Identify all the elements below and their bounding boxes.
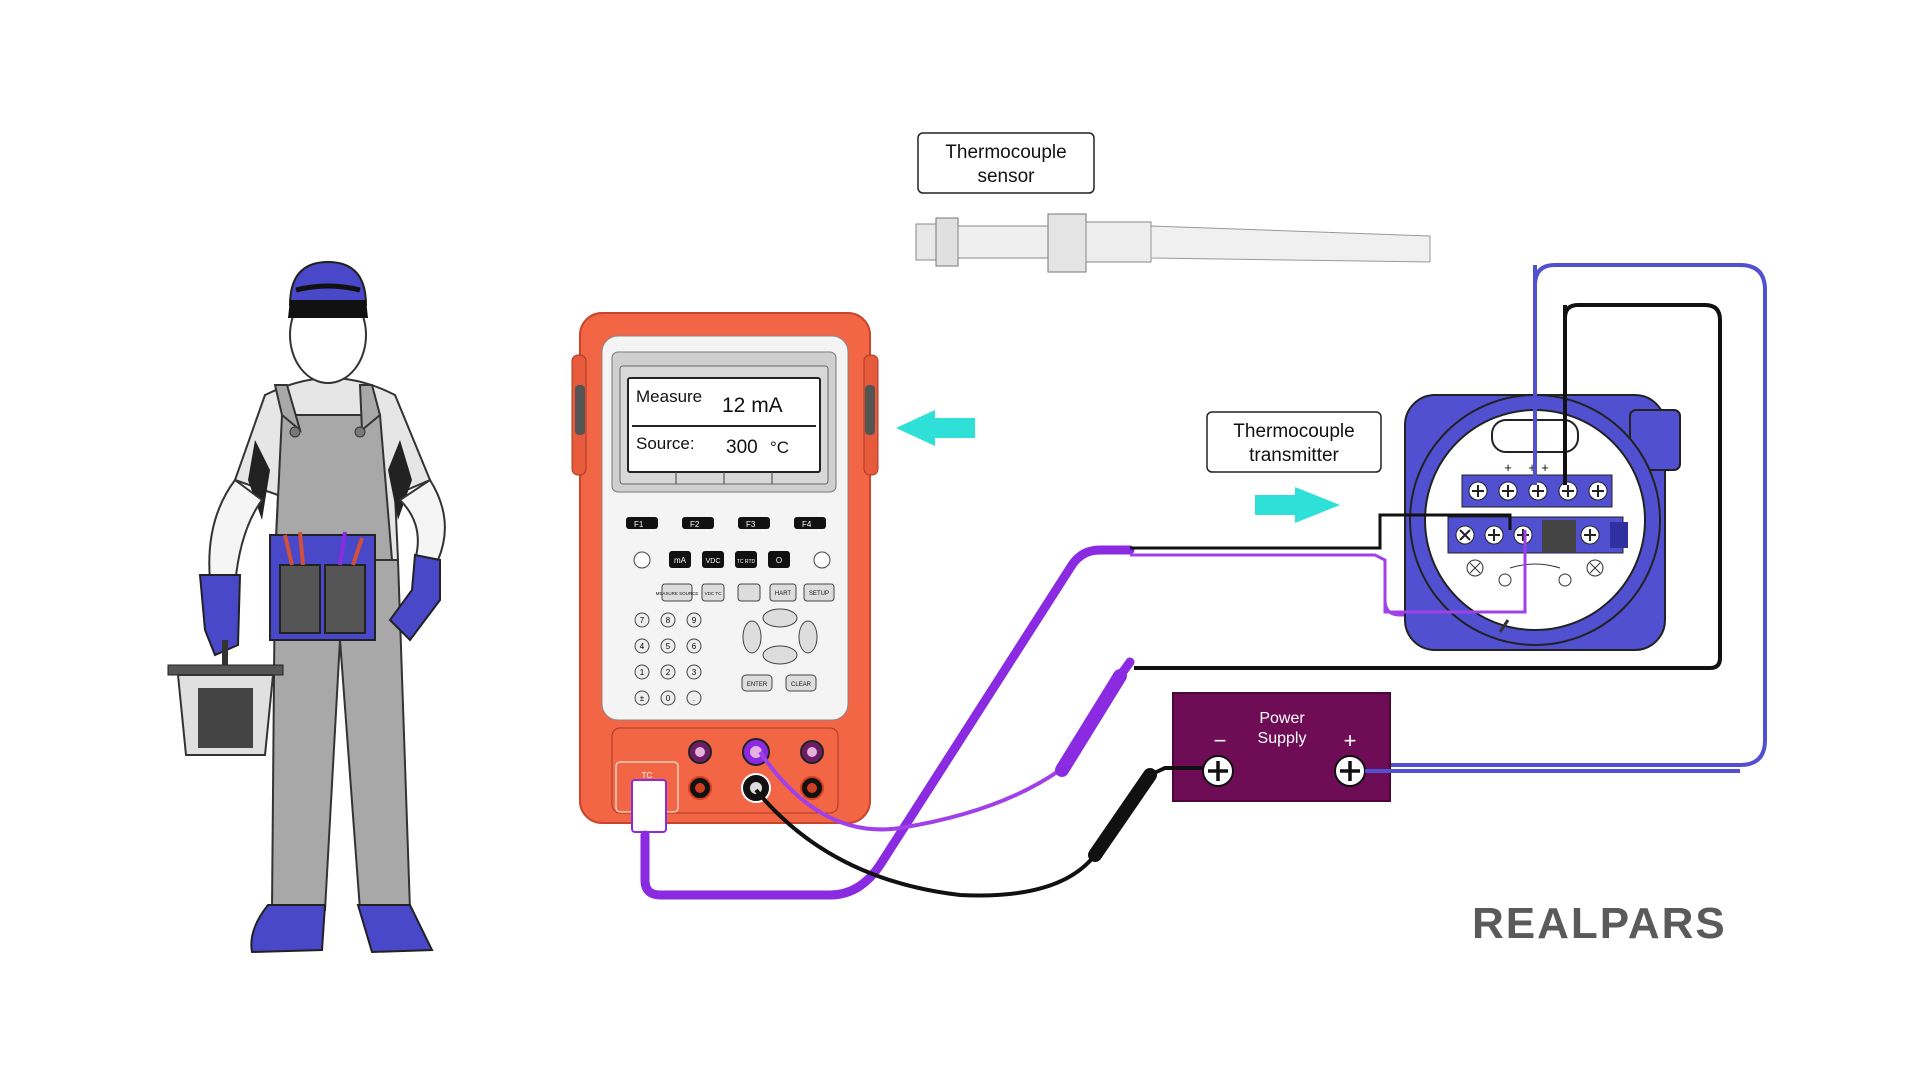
numeric-keypad: 7 8 9 4 5 6 1 2 3 ± 0 . <box>634 612 702 706</box>
measure-label: Measure <box>636 387 702 406</box>
svg-text:HART: HART <box>775 591 792 597</box>
svg-text:5: 5 <box>666 642 671 651</box>
svg-text:.: . <box>693 694 695 703</box>
arrow-pad[interactable] <box>742 608 818 665</box>
thermocouple-transmitter-label: Thermocouple transmitter <box>1206 411 1382 473</box>
svg-text:7: 7 <box>640 616 645 625</box>
sensor-label-line-2: sensor <box>977 166 1035 187</box>
terminal-mark-1: + <box>1504 460 1512 475</box>
svg-text:F1: F1 <box>634 520 644 529</box>
svg-text:1: 1 <box>640 668 645 677</box>
thermocouple-sensor-icon <box>915 213 1431 273</box>
svg-text:mA: mA <box>674 556 687 565</box>
arrow-right-icon <box>1255 487 1340 523</box>
vdc-key[interactable] <box>702 551 724 568</box>
svg-text:F3: F3 <box>746 520 756 529</box>
process-calibrator: Measure 12 mA Source: 300 °C F1 F2 F3 F4… <box>571 312 879 833</box>
plus-sign: + <box>1344 728 1357 753</box>
thermocouple-sensor-label: Thermocouple sensor <box>917 132 1095 194</box>
svg-text:SETUP: SETUP <box>809 591 829 597</box>
technician-figure <box>167 260 446 954</box>
tc-connector[interactable] <box>631 779 667 833</box>
f2-key[interactable] <box>682 517 714 529</box>
svg-text:±: ± <box>640 694 645 703</box>
ma-key[interactable] <box>669 551 691 568</box>
f4-key[interactable] <box>794 517 826 529</box>
terminal-block-bottom <box>1447 516 1628 554</box>
terminal-mark-2: + <box>1528 460 1536 475</box>
svg-text:O: O <box>776 556 782 565</box>
realpars-logo: REALPARS <box>1472 899 1727 948</box>
svg-text:CLEAR: CLEAR <box>791 682 812 688</box>
svg-text:2: 2 <box>666 668 671 677</box>
negative-terminal[interactable] <box>1202 755 1234 787</box>
transmitter-label-line-2: transmitter <box>1249 445 1339 466</box>
svg-text:ENTER: ENTER <box>747 682 768 688</box>
f3-key[interactable] <box>738 517 770 529</box>
svg-text:3: 3 <box>692 668 697 677</box>
svg-text:F4: F4 <box>802 520 812 529</box>
power-supply-label-line-2: Supply <box>1258 730 1307 747</box>
svg-text:VDC: VDC <box>706 558 721 565</box>
svg-text:MEASURE SOURCE: MEASURE SOURCE <box>656 591 699 596</box>
sensor-label-line-1: Thermocouple <box>945 142 1066 163</box>
vdc-tc-key[interactable] <box>701 583 725 602</box>
svg-text:VDC TC: VDC TC <box>705 591 722 596</box>
enter-key[interactable] <box>741 674 773 692</box>
source-label: Source: <box>636 434 695 453</box>
svg-text:8: 8 <box>666 616 671 625</box>
tc-port-label: TC <box>642 771 653 780</box>
svg-text:9: 9 <box>692 616 697 625</box>
f1-key[interactable] <box>626 517 658 529</box>
positive-terminal[interactable] <box>1334 755 1366 787</box>
wiring <box>640 263 1767 900</box>
toolbox-icon <box>167 640 284 756</box>
terminal-block-top: + + + <box>1461 460 1613 508</box>
arrow-left-icon <box>896 410 975 446</box>
measure-source-key[interactable] <box>661 583 693 602</box>
blank-key[interactable] <box>737 583 761 602</box>
svg-text:4: 4 <box>640 642 645 651</box>
function-keys: F1 F2 F3 F4 <box>626 517 826 529</box>
hart-key[interactable] <box>769 583 797 602</box>
svg-text:0: 0 <box>666 694 671 703</box>
source-value: 300 <box>726 437 758 458</box>
power-supply: Power Supply − + <box>1172 692 1391 802</box>
measure-value: 12 mA <box>722 394 783 417</box>
source-unit: °C <box>770 438 789 457</box>
power-supply-label-line-1: Power <box>1259 710 1305 727</box>
setup-key[interactable] <box>803 583 835 602</box>
transmitter-label-line-1: Thermocouple <box>1233 421 1354 442</box>
terminal-mark-3: + <box>1541 460 1549 475</box>
ohm-key[interactable] <box>768 551 790 568</box>
minus-sign: − <box>1214 728 1227 753</box>
svg-text:TC RTD: TC RTD <box>737 559 756 565</box>
svg-text:6: 6 <box>692 642 697 651</box>
svg-text:F2: F2 <box>690 520 700 529</box>
clear-key[interactable] <box>785 674 817 692</box>
tc-rtd-key[interactable] <box>735 551 757 568</box>
power-button[interactable] <box>633 551 651 569</box>
backlight-icon[interactable] <box>813 551 831 569</box>
